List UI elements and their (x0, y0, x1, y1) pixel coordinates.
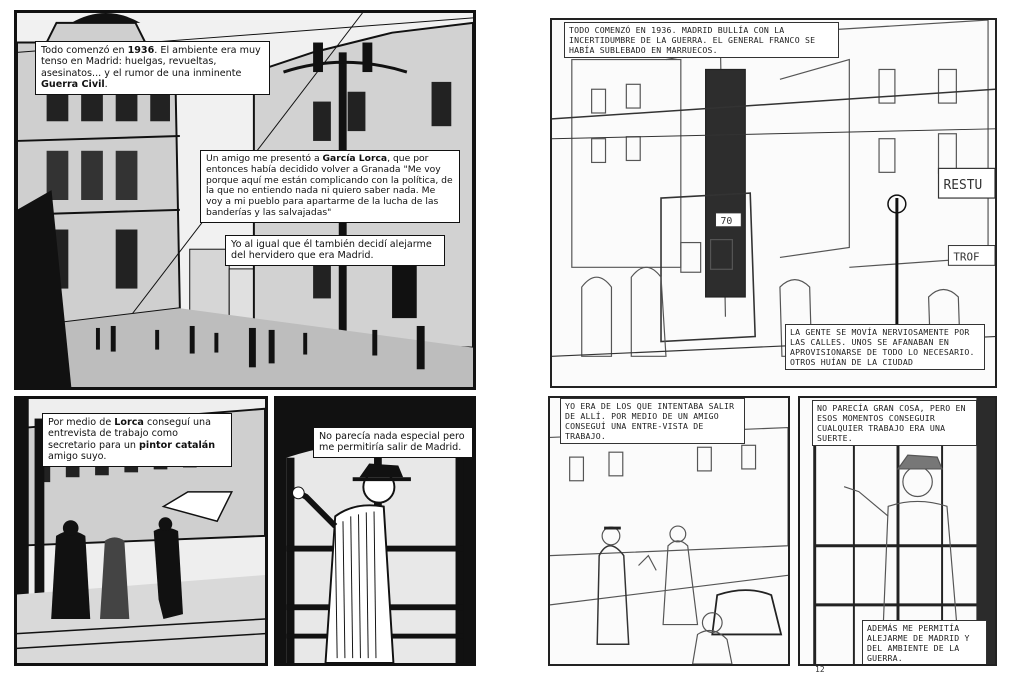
caption-text: . (104, 79, 108, 91)
caption-text: , que por entonces había decidido volver… (206, 153, 453, 218)
caption-bold-painter: pintor catalán (139, 439, 216, 451)
caption-bold-year: 1936 (127, 45, 155, 56)
caption-text: conseguí una entrevista de trabajo como … (48, 417, 211, 451)
caption-madrid-1936: Todo comenzó en 1936. El ambiente era mu… (35, 41, 270, 95)
sketch-panel-window: No parecía gran cosa, pero en esos momen… (798, 396, 997, 666)
panel-interview: Por medio de Lorca conseguí una entrevis… (14, 396, 268, 666)
caption-text: amigo suyo. (48, 451, 107, 463)
caption-bold-civil-war: Guerra Civil (41, 79, 105, 91)
left-comic-page: Todo comenzó en 1936. El ambiente era mu… (0, 0, 490, 678)
caption-lorca-interview: Por medio de Lorca conseguí una entrevis… (42, 413, 232, 467)
caption-bold-lorca: Lorca (114, 417, 144, 428)
sketch-panel-interview: Yo era de los que intentaba salir de all… (548, 396, 790, 666)
caption-text: Todo comenzó en (41, 45, 128, 56)
caption-not-special: No parecía nada especial pero me permiti… (313, 427, 473, 458)
caption-garcia-lorca: Un amigo me presentó a García Lorca, que… (200, 150, 460, 223)
tram-number: 70 (720, 216, 732, 227)
right-sketch-page: RESTU TROF 70 Todo comenzó en 1936. Madr… (540, 0, 1024, 678)
caption-text: Por medio de (48, 417, 115, 428)
caption-bold-lorca: García Lorca (322, 153, 388, 164)
sketch-caption-escape: Además me permitía alejarme de Madrid y … (862, 620, 987, 664)
window-man-illustration (277, 399, 473, 663)
page-number: 12 (815, 665, 825, 674)
sketch-caption-crowd: La gente se movía nerviosamente por las … (785, 324, 985, 370)
caption-text: . El ambiente era muy tenso en Madrid: h… (41, 45, 261, 79)
panel-window-man: No parecía nada especial pero me permiti… (274, 396, 476, 666)
sketch-caption-1936: Todo comenzó en 1936. Madrid bullía con … (564, 22, 839, 58)
caption-leave-madrid: Yo al igual que él también decidí alejar… (225, 235, 445, 266)
sketch-panel-street: RESTU TROF 70 Todo comenzó en 1936. Madr… (550, 18, 997, 388)
sketch-caption-luck: No parecía gran cosa, pero en esos momen… (812, 400, 977, 446)
sketch-caption-leave: Yo era de los que intentaba salir de all… (560, 398, 745, 444)
sketch-street-illustration: RESTU TROF 70 (552, 20, 995, 386)
caption-text: Un amigo me presentó a (206, 153, 323, 164)
panel-madrid-street: Todo comenzó en 1936. El ambiente era mu… (14, 10, 476, 390)
sign-trof: TROF (953, 250, 979, 263)
sign-resto: RESTU (943, 178, 982, 193)
